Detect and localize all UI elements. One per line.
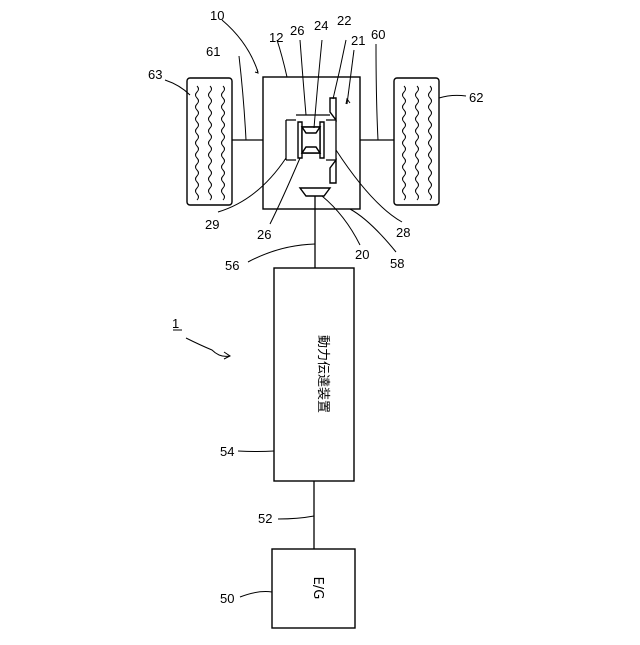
- callout-28: 28: [396, 225, 410, 240]
- callout-62: 62: [469, 90, 483, 105]
- leader-12: [277, 40, 287, 77]
- callout-26-top: 26: [290, 23, 304, 38]
- drive-pinion-20: [300, 188, 330, 196]
- tire-63: [187, 78, 232, 205]
- leader-50: [240, 592, 272, 597]
- engine-generator-label: E/G: [310, 577, 325, 600]
- callout-60: 60: [371, 27, 385, 42]
- leader-1: [186, 338, 230, 356]
- leader-1-arrow: [224, 352, 230, 359]
- callout-29: 29: [205, 217, 219, 232]
- callout-21: 21: [351, 33, 365, 48]
- leader-58: [350, 209, 396, 252]
- callout-22: 22: [337, 13, 351, 28]
- callout-54: 54: [220, 444, 234, 459]
- callout-20: 20: [355, 247, 369, 262]
- leader-63: [165, 80, 190, 95]
- pinion-bottom: [302, 147, 320, 153]
- callout-56: 56: [225, 258, 239, 273]
- tire-62: [394, 78, 439, 205]
- pinion-set-24: [302, 127, 320, 153]
- leader-56: [248, 244, 315, 262]
- power-transmission-label: 動力伝達装置: [315, 335, 330, 413]
- callout-1: 1: [172, 316, 179, 331]
- callout-50: 50: [220, 591, 234, 606]
- power-transmission-54: [274, 268, 354, 481]
- callout-26-bottom: 26: [257, 227, 271, 242]
- pinion-top: [302, 127, 320, 133]
- callout-52: 52: [258, 511, 272, 526]
- leader-61: [239, 56, 246, 140]
- callout-58: 58: [390, 256, 404, 271]
- leader-10-arrow: [255, 69, 258, 73]
- leader-60: [376, 44, 378, 140]
- leader-52: [278, 516, 314, 519]
- callout-10: 10: [210, 8, 224, 23]
- leader-54: [238, 451, 274, 452]
- callout-12: 12: [269, 30, 283, 45]
- leader-62: [439, 95, 466, 98]
- callout-24: 24: [314, 18, 328, 33]
- callout-63: 63: [148, 67, 162, 82]
- callout-61: 61: [206, 44, 220, 59]
